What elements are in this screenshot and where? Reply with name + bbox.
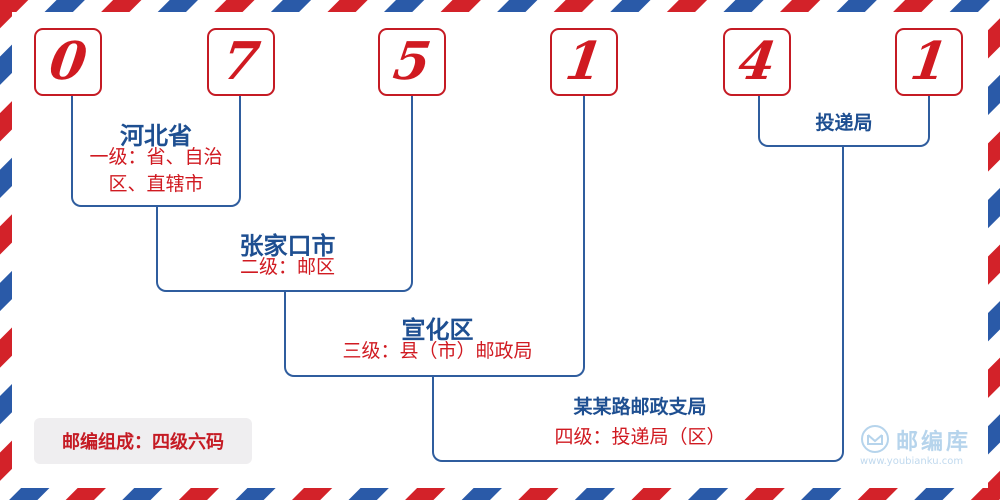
digit-1: 0 — [45, 31, 91, 92]
level-1-subtitle: 一级：省、自治区、直辖市 — [89, 146, 223, 195]
level-2-subtitle: 二级：邮区 — [239, 256, 335, 278]
level-1-title: 河北省 — [120, 122, 192, 150]
level-2-connector — [411, 96, 413, 207]
digit-box-1: 0 — [34, 28, 102, 96]
digit-box-6: 1 — [895, 28, 963, 96]
digit-box-3: 5 — [378, 28, 446, 96]
level-3-bracket — [284, 292, 585, 377]
level-3-connector — [583, 96, 585, 292]
digit-box-2: 7 — [207, 28, 275, 96]
level-4-subtitle: 四级：投递局（区） — [554, 426, 726, 448]
level-1-bracket — [71, 96, 241, 207]
digit-5: 4 — [734, 31, 780, 92]
brand-url: www.youbianku.com — [860, 456, 964, 467]
level-4-title: 某某路邮政支局 — [573, 396, 707, 418]
delivery-title: 投递局 — [815, 112, 873, 134]
digit-2: 7 — [218, 31, 264, 92]
brand-watermark: 邮编库 www.youbianku.com — [858, 422, 988, 470]
digit-box-4: 1 — [550, 28, 618, 96]
brand-name: 邮编库 — [896, 430, 972, 455]
composition-note: 邮编组成：四级六码 — [34, 418, 252, 464]
digit-3: 5 — [389, 31, 435, 92]
level-2-title: 张家口市 — [239, 232, 336, 260]
composition-label: 邮编组成：四级六码 — [62, 432, 224, 453]
level-3-title: 宣化区 — [401, 316, 474, 344]
digit-6: 1 — [906, 31, 952, 92]
level-2-bracket — [156, 207, 413, 292]
level-4-connector — [842, 146, 844, 377]
digit-box-5: 4 — [723, 28, 791, 96]
envelope-circle-icon — [861, 425, 889, 453]
level-4-bracket — [432, 377, 844, 462]
digit-4: 1 — [561, 31, 607, 92]
level-3-subtitle: 三级：县（市）邮政局 — [342, 340, 533, 362]
delivery-bracket — [758, 96, 930, 147]
